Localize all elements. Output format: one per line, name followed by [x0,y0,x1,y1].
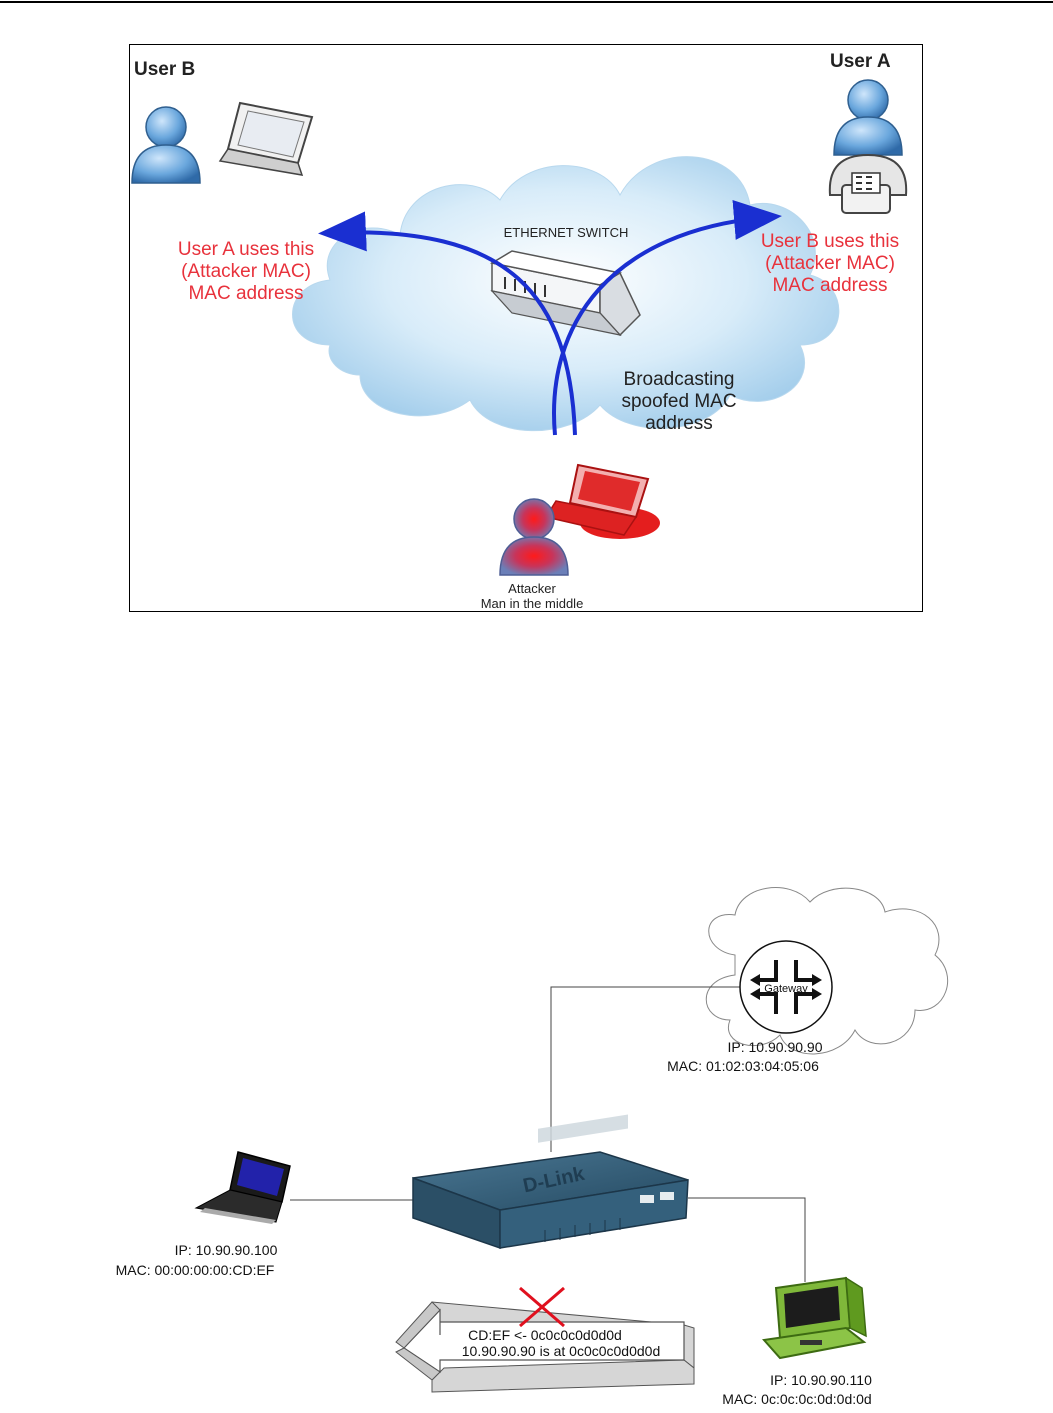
user-a-label: User A [830,51,891,72]
mitm-diagram: ETHERNET SWITCH User B User A User A use… [129,44,923,612]
arp-reply-line2: 10.90.90.90 is at 0c0c0c0d0d0d [462,1343,661,1359]
gateway-ip: IP: 10.90.90.90 [728,1039,823,1055]
user-a-person-icon [833,79,903,156]
arp-reply-arrow [395,1301,695,1393]
blocked-x-icon [519,1286,565,1328]
ethernet-switch-icon [489,250,641,337]
user-b-note: User B uses this (Attacker MAC) MAC addr… [761,231,899,296]
laptop-mac: MAC: 00:00:00:00:CD:EF [116,1262,275,1278]
switch-label: ETHERNET SWITCH [504,225,629,240]
page-top-rule [0,1,1053,3]
arp-spoof-canvas: Gateway IP: 10.90.90.90 MAC: 01:02:03:04… [116,887,949,1407]
attacker-person-icon [499,498,569,576]
pc-mac: MAC: 0c:0c:0c:0d:0d:0d [722,1391,871,1407]
user-b-label: User B [134,59,195,80]
mitm-diagram-canvas: ETHERNET SWITCH User B User A User A use… [131,51,908,611]
network-links [290,986,806,1282]
user-b-laptop-icon [218,101,314,176]
svg-text:address: address [645,413,713,434]
svg-text:MAC address: MAC address [188,283,303,304]
svg-text:spoofed MAC: spoofed MAC [621,391,736,412]
user-a-note: User A uses this (Attacker MAC) MAC addr… [178,239,314,304]
arrow-to-user-a [552,200,782,436]
svg-text:User A uses this: User A uses this [178,239,314,260]
gateway-mac: MAC: 01:02:03:04:05:06 [667,1058,819,1074]
user-b-person-icon [131,106,201,184]
svg-text:User B uses this: User B uses this [761,231,899,252]
attacker-sublabel: Man in the middle [481,596,584,611]
pc-ip: IP: 10.90.90.110 [770,1372,872,1388]
attacker-laptop-icon [544,463,660,539]
arp-reply-line1: CD:EF <- 0c0c0c0d0d0d [468,1327,622,1343]
arrow-to-user-b [318,211,577,436]
laptop-icon [194,1151,291,1224]
broadcast-note: Broadcasting spoofed MAC address [621,369,736,434]
svg-text:Broadcasting: Broadcasting [624,369,735,390]
dlink-switch-icon [412,1114,689,1250]
svg-text:MAC address: MAC address [772,275,887,296]
user-a-phone-icon [828,153,908,214]
gateway-label: Gateway [764,983,808,995]
laptop-ip: IP: 10.90.90.100 [175,1242,278,1258]
gateway-router-icon [739,940,833,1034]
attacker-label: Attacker [508,581,556,596]
svg-text:(Attacker MAC): (Attacker MAC) [181,261,311,282]
desktop-pc-icon [762,1276,867,1360]
arp-spoof-diagram: Gateway IP: 10.90.90.90 MAC: 01:02:03:04… [0,880,1053,1408]
svg-text:(Attacker MAC): (Attacker MAC) [765,253,895,274]
